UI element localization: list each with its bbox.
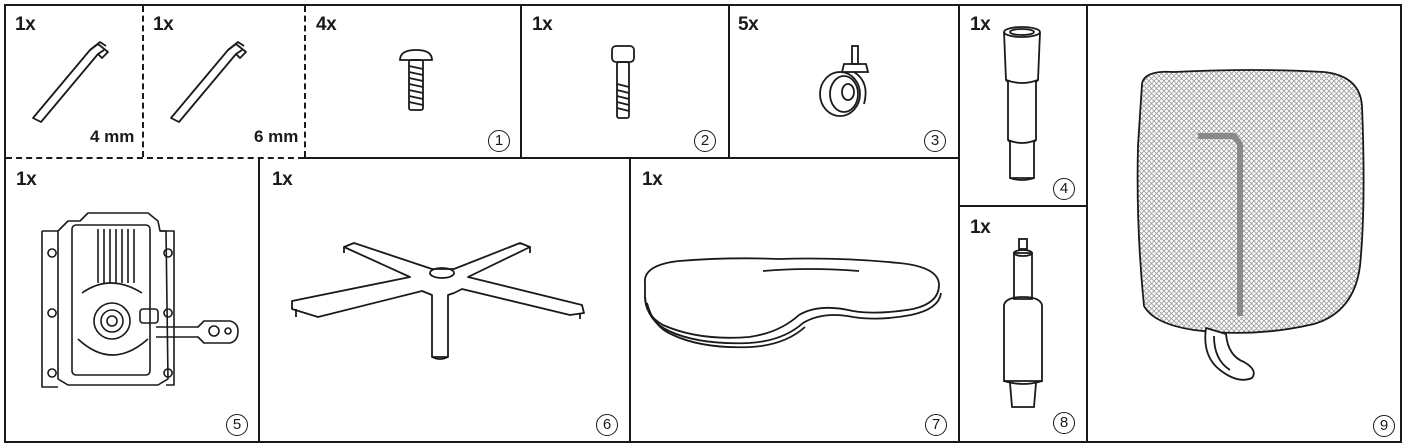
quantity-label: 5x (738, 14, 759, 35)
quantity-label: 1x (15, 14, 36, 35)
size-label: 4 mm (90, 127, 135, 146)
seat-cushion-icon (644, 257, 942, 349)
part-number-badge: 5 (226, 414, 248, 436)
divider-mech-base (258, 158, 260, 442)
allen-key-icon (170, 41, 247, 123)
part-caster: 5x 3 (730, 6, 958, 157)
divider-keys (142, 6, 144, 157)
part-base: 1x 6 (260, 159, 629, 442)
part-number-badge: 4 (1053, 178, 1075, 200)
gas-cylinder-icon (1003, 238, 1043, 408)
part-mechanism: 1x 5 (6, 159, 258, 442)
part-number-badge: 8 (1053, 412, 1075, 434)
quantity-label: 1x (153, 14, 174, 35)
quantity-label: 4x (316, 14, 337, 35)
part-backrest: 9 (1088, 6, 1400, 442)
quantity-label: 1x (642, 169, 663, 190)
part-gas-lift: 1x 8 (960, 207, 1086, 442)
quantity-label: 1x (272, 169, 293, 190)
part-allen-key-4mm: 1x 4 mm (6, 6, 142, 157)
quantity-label: 1x (532, 14, 553, 35)
tilt-mechanism-icon (41, 212, 239, 388)
caster-wheel-icon (819, 45, 870, 117)
part-allen-key-6mm: 1x 6 mm (144, 6, 304, 157)
quantity-label: 1x (970, 217, 991, 238)
divider-col-tube (958, 6, 960, 442)
allen-key-icon (32, 41, 109, 123)
part-number-badge: 2 (694, 130, 716, 152)
divider-tube-lift (960, 205, 1087, 207)
part-screw-2: 1x 2 (522, 6, 728, 157)
part-extension-tube: 1x 4 (960, 6, 1086, 205)
quantity-label: 1x (16, 169, 37, 190)
part-number-badge: 9 (1373, 415, 1395, 437)
screw-icon (399, 49, 433, 111)
bolt-icon (611, 45, 635, 119)
divider-base-seat (629, 158, 631, 442)
divider-row1-bottom-left (6, 157, 304, 159)
part-number-badge: 7 (925, 414, 947, 436)
part-number-badge: 3 (924, 130, 946, 152)
divider-screw2-caster (728, 6, 730, 157)
size-label: 6 mm (254, 127, 299, 146)
divider-col-back (1086, 6, 1088, 442)
part-seat: 1x 7 (631, 159, 958, 442)
mesh-backrest-icon (1136, 69, 1365, 381)
parts-list-frame (4, 4, 1402, 443)
divider-keys-screws (304, 6, 306, 157)
quantity-label: 1x (970, 14, 991, 35)
divider-screw1-screw2 (520, 6, 522, 157)
part-screw-1: 4x 1 (306, 6, 520, 157)
extension-tube-icon (1003, 26, 1041, 181)
divider-row1-bottom-right (304, 157, 960, 159)
part-number-badge: 6 (596, 414, 618, 436)
star-base-icon (291, 242, 585, 360)
part-number-badge: 1 (488, 130, 510, 152)
